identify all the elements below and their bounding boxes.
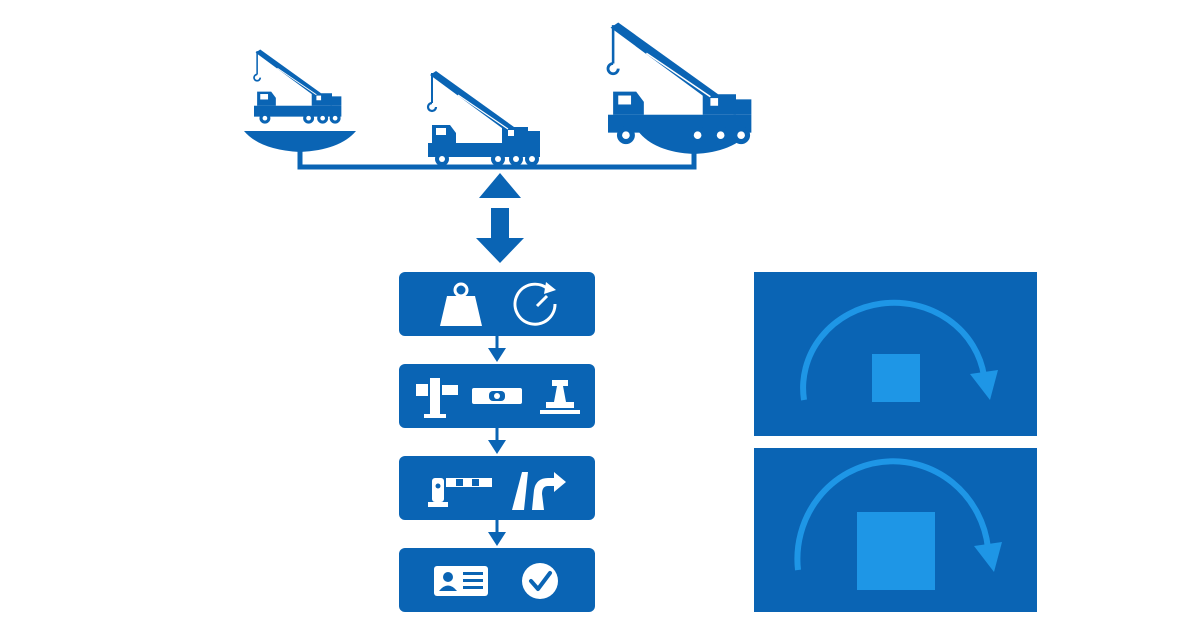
- spirit-level-icon: [472, 388, 522, 404]
- balance-beam: [297, 150, 697, 170]
- outrigger-icon: [416, 378, 458, 418]
- flow-connector-arrow: [488, 336, 506, 362]
- pivot-triangle-icon: [479, 173, 521, 198]
- rotation-comparison: [754, 272, 1037, 612]
- flow-connector-arrow: [488, 520, 506, 546]
- left-scale-pan: [244, 131, 356, 152]
- check-circle-icon: [522, 563, 558, 599]
- flow-step-load-and-radius: [399, 272, 595, 336]
- barrier-gate-icon: [428, 478, 492, 507]
- flow-step-site-access: [399, 456, 595, 520]
- comparison-panel-small-load: [754, 272, 1037, 436]
- process-flow: [399, 272, 595, 612]
- mobile-crane-icon: [426, 69, 542, 168]
- mobile-crane-icon: [253, 48, 343, 125]
- rotation-gauge-icon: [513, 282, 557, 326]
- rotation-arc-icon: [794, 458, 1002, 572]
- load-square-icon: [857, 512, 935, 590]
- flow-step-ground-and-setup: [399, 364, 595, 428]
- comparison-panel-large-load: [754, 448, 1037, 612]
- flow-step-approval: [399, 548, 595, 612]
- mobile-crane-icon: [606, 21, 753, 146]
- rotation-arc-icon: [800, 299, 998, 401]
- id-card-icon: [434, 566, 488, 596]
- road-route-icon: [512, 472, 566, 510]
- load-square-icon: [872, 354, 920, 402]
- crane-balance-diagram: [244, 21, 753, 263]
- down-arrow-icon: [476, 208, 524, 263]
- ground-pad-icon: [540, 380, 580, 414]
- weight-icon: [440, 282, 482, 326]
- flow-connector-arrow: [488, 428, 506, 454]
